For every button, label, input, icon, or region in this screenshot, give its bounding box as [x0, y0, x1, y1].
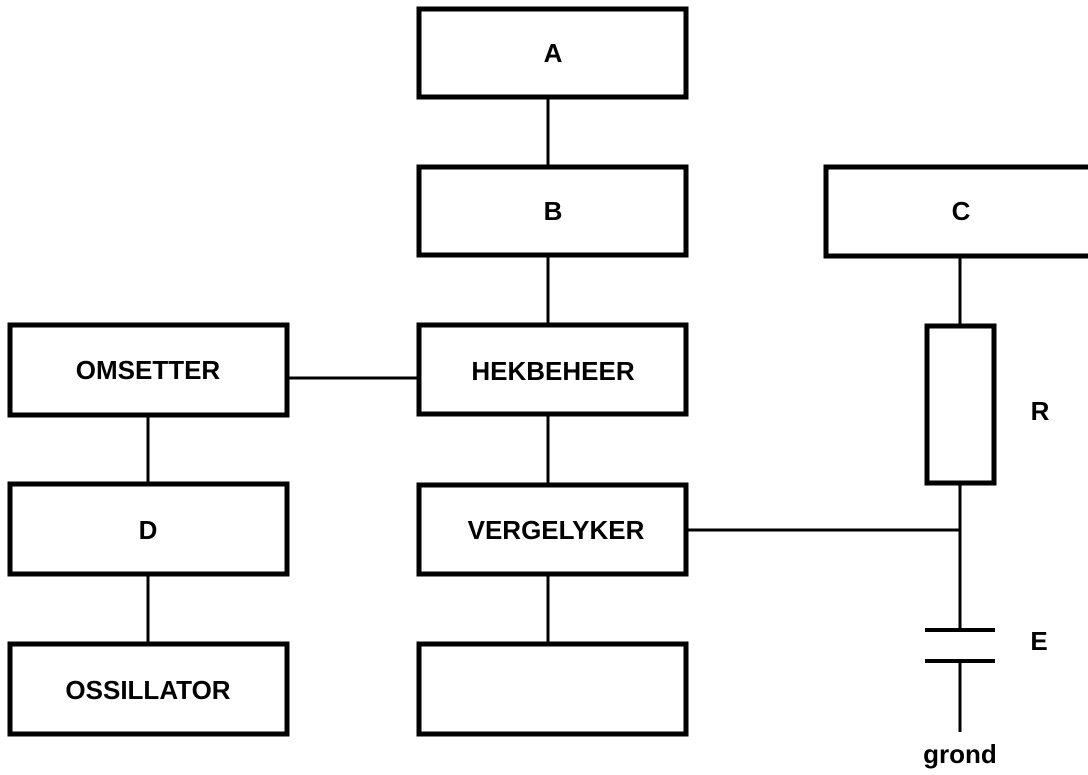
capacitor-symbol [925, 628, 995, 663]
block-b: B [416, 164, 689, 258]
block-hekbeheer: HEKBEHEER [416, 322, 689, 417]
block-d-label: D [139, 515, 158, 545]
resistor-symbol [924, 323, 997, 486]
block-hekbeheer-label: HEKBEHEER [471, 356, 634, 386]
block-c-label: C [952, 196, 971, 226]
block-c: C [823, 164, 1088, 259]
ground-label: grond [923, 739, 997, 769]
block-omsetter-label: OMSETTER [76, 355, 221, 385]
block-empty [416, 641, 689, 737]
capacitor-label: E [1030, 626, 1047, 656]
block-ossillator-label: OSSILLATOR [65, 675, 230, 705]
wires [146, 97, 962, 732]
block-ossillator: OSSILLATOR [7, 641, 290, 737]
block-b-label: B [544, 196, 563, 226]
block-a-label: A [544, 38, 563, 68]
resistor-label: R [1031, 396, 1050, 426]
block-d: D [7, 481, 290, 577]
block-vergelyker: VERGELYKER [416, 482, 689, 577]
block-a: A [416, 6, 689, 100]
block-omsetter: OMSETTER [7, 322, 290, 418]
block-vergelyker-label: VERGELYKER [468, 515, 645, 545]
